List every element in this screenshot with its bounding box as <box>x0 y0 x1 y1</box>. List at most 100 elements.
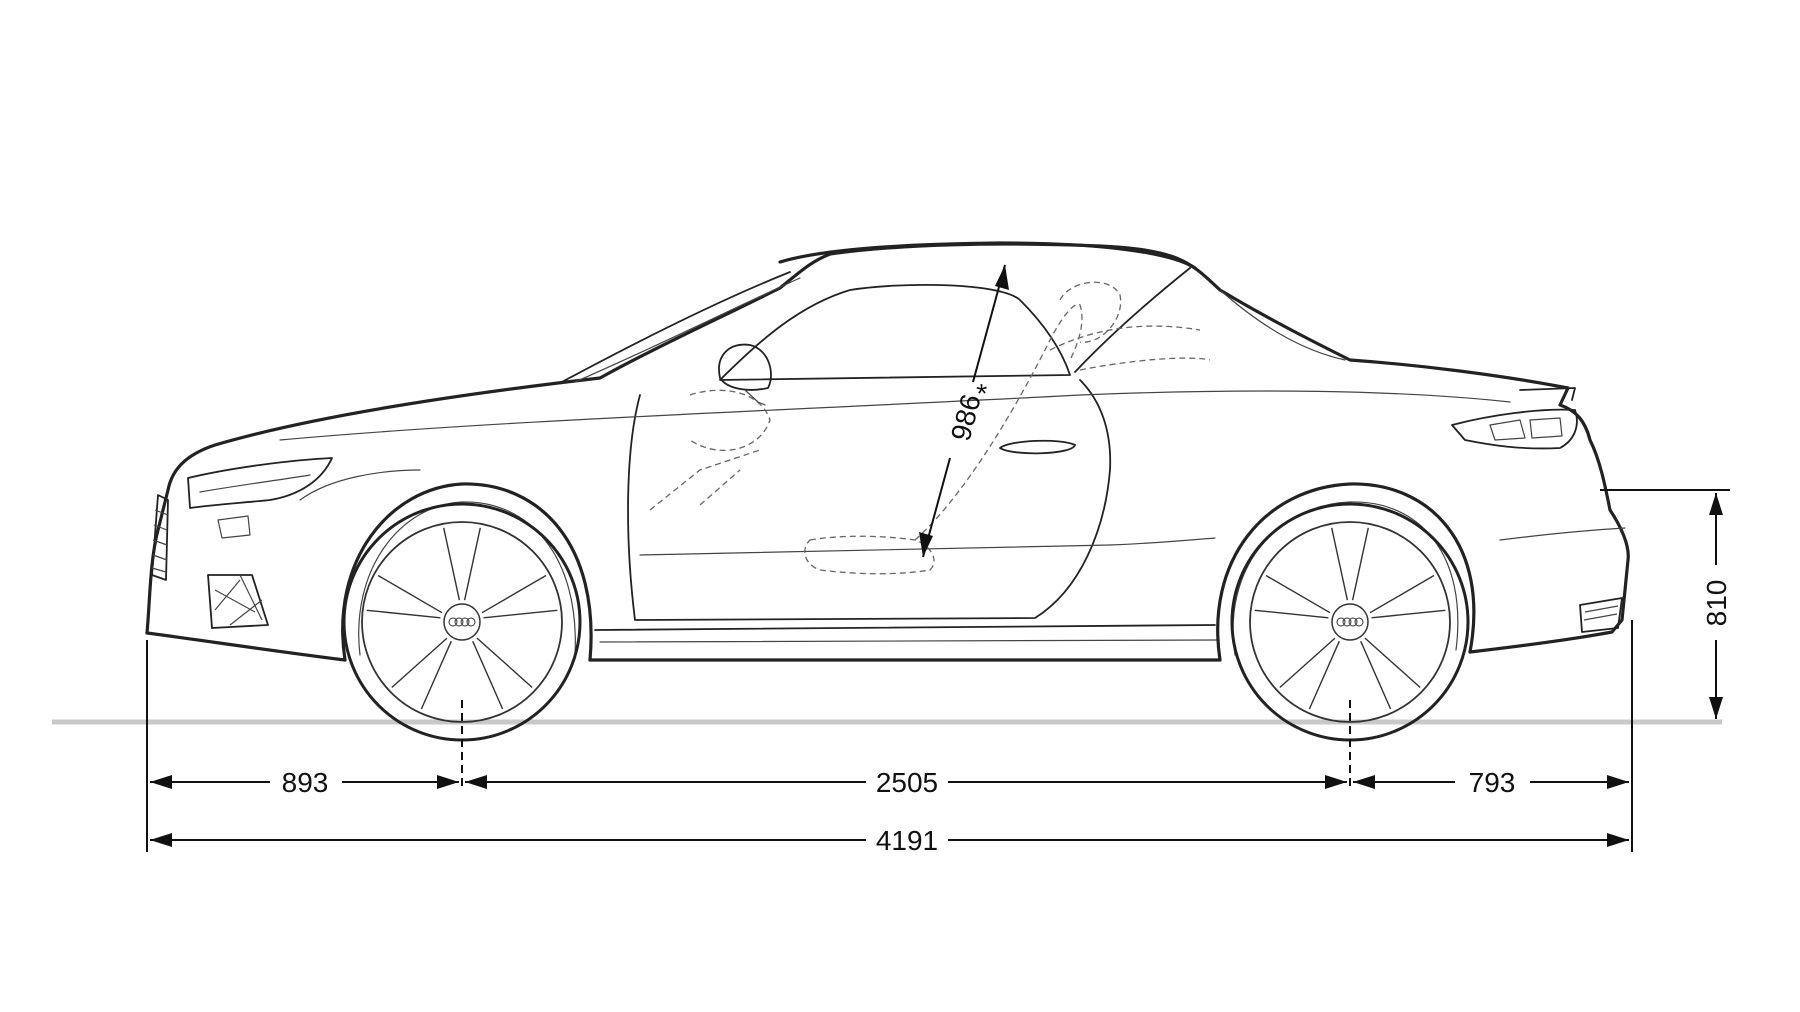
dim-overall-length-arrow-left <box>150 833 172 847</box>
dim-rear-height-arrow-top <box>1709 493 1723 515</box>
pedal-phantom <box>649 449 761 511</box>
rear-diffuser <box>1579 597 1623 633</box>
front-hub-logo-ring <box>460 617 470 627</box>
dim-front-overhang-arrow-left <box>150 775 172 789</box>
rear-hub-logo <box>1336 617 1364 627</box>
soft-top <box>778 241 1197 270</box>
rear-hub-logo-ring <box>1342 617 1352 627</box>
dim-rear-height-label: 810 <box>1701 580 1732 627</box>
rim-spoke <box>1331 527 1349 601</box>
tail-light-inner <box>1489 417 1563 441</box>
dim-front-overhang-label: 893 <box>282 767 329 798</box>
front-hub-logo-ring <box>448 617 458 627</box>
door-handle <box>999 439 1076 455</box>
dim-seat-to-roof-arrow-bottom <box>919 532 933 557</box>
rim-spoke <box>377 574 443 614</box>
door-outline <box>627 379 1112 621</box>
dim-wheelbase-arrow-left <box>465 775 487 789</box>
rim-spoke <box>1351 527 1369 601</box>
rear-bumper-line <box>1499 527 1626 541</box>
windshield-inner <box>574 277 801 383</box>
rim-spoke <box>483 609 558 619</box>
front-wheel-arch-inner <box>358 501 576 656</box>
dim-seat-to-roof-label: 986 <box>945 391 987 444</box>
rim-spoke <box>1254 609 1329 619</box>
dim-rear-overhang-label: 793 <box>1469 767 1516 798</box>
car-side-view <box>145 241 1630 662</box>
rim-spoke <box>1364 637 1421 689</box>
rim-spoke <box>481 574 547 614</box>
driver-seat-phantom <box>804 535 935 575</box>
dim-rear-height-arrow-bottom <box>1709 697 1723 719</box>
front-rim <box>361 521 563 723</box>
side-mirror <box>718 343 772 391</box>
rim-spoke <box>1279 637 1336 689</box>
seat-back-phantom <box>914 303 1083 541</box>
rear-hub <box>1331 603 1369 641</box>
beltline <box>279 390 1511 441</box>
front-hub <box>443 603 481 641</box>
headrest-phantom <box>1059 281 1122 343</box>
rear-rim <box>1249 521 1451 723</box>
rear-wheel-arch <box>1216 482 1476 662</box>
dim-front-overhang: 893 <box>150 767 459 798</box>
rim-spoke <box>476 637 533 689</box>
rim-spoke <box>366 609 441 619</box>
dim-rear-overhang-arrow-right <box>1607 775 1629 789</box>
front-intake <box>207 574 269 629</box>
dim-wheelbase: 2505 <box>465 767 1347 798</box>
front-grille <box>151 494 169 581</box>
headlight <box>187 457 333 509</box>
side-window <box>719 284 1071 381</box>
soft-top-rear <box>1074 267 1191 373</box>
character-line <box>299 469 421 501</box>
windshield <box>559 271 791 384</box>
rim-spoke <box>472 640 504 710</box>
front-hub-logo <box>448 617 476 627</box>
dim-front-overhang-arrow-right <box>437 775 459 789</box>
character-line-side <box>639 537 1216 556</box>
rim-spoke <box>391 637 448 689</box>
interior-phantom <box>649 281 1211 575</box>
rim-spoke <box>1371 609 1446 619</box>
headlight-inner <box>199 474 311 493</box>
dim-seat-to-roof: 986 * <box>919 264 1009 558</box>
rim-spoke <box>1265 574 1331 614</box>
dim-seat-to-roof-arrow-top <box>995 265 1009 290</box>
side-mirror-stem <box>744 389 766 406</box>
second-seat-phantom <box>1049 325 1211 371</box>
rear-spoiler <box>1519 387 1576 401</box>
rim-spoke <box>1369 574 1435 614</box>
tail-light <box>1451 408 1578 450</box>
soft-top-rear-2 <box>1219 289 1346 361</box>
rocker-panel-rear <box>1468 630 1614 654</box>
front-rim-spokes <box>366 527 558 710</box>
rim-spoke <box>463 527 481 601</box>
dim-overall-length: 4191 <box>150 825 1629 856</box>
dim-wheelbase-label: 2505 <box>876 767 938 798</box>
dim-rear-height: 810 <box>1600 489 1732 719</box>
rim-spoke <box>1308 640 1340 710</box>
dim-rear-overhang: 793 <box>1353 767 1629 798</box>
dim-rear-overhang-arrow-left <box>1353 775 1375 789</box>
rear-rim-spokes <box>1254 527 1446 710</box>
rear-hub-logo-ring <box>1354 617 1364 627</box>
side-sill-lower <box>599 639 1219 643</box>
front-wheel-arch <box>341 482 593 662</box>
steering-wheel-phantom <box>689 389 771 452</box>
rear-hub-logo-ring <box>1336 617 1346 627</box>
rim-spoke <box>1360 640 1392 710</box>
front-side-marker <box>217 515 251 539</box>
rear-hub-logo-ring <box>1348 617 1358 627</box>
front-hub-logo-ring <box>454 617 464 627</box>
dim-overall-length-arrow-right <box>1607 833 1629 847</box>
front-hub-logo-ring <box>466 617 476 627</box>
rocker-panel <box>145 631 347 662</box>
rear-wheel-arch-inner <box>1232 501 1459 656</box>
rear-diffuser-mesh <box>1583 605 1619 621</box>
dim-overall-length-label: 4191 <box>876 825 938 856</box>
front-grille-mesh <box>151 509 169 573</box>
rim-spoke <box>443 527 461 601</box>
rim-spoke <box>420 640 452 710</box>
